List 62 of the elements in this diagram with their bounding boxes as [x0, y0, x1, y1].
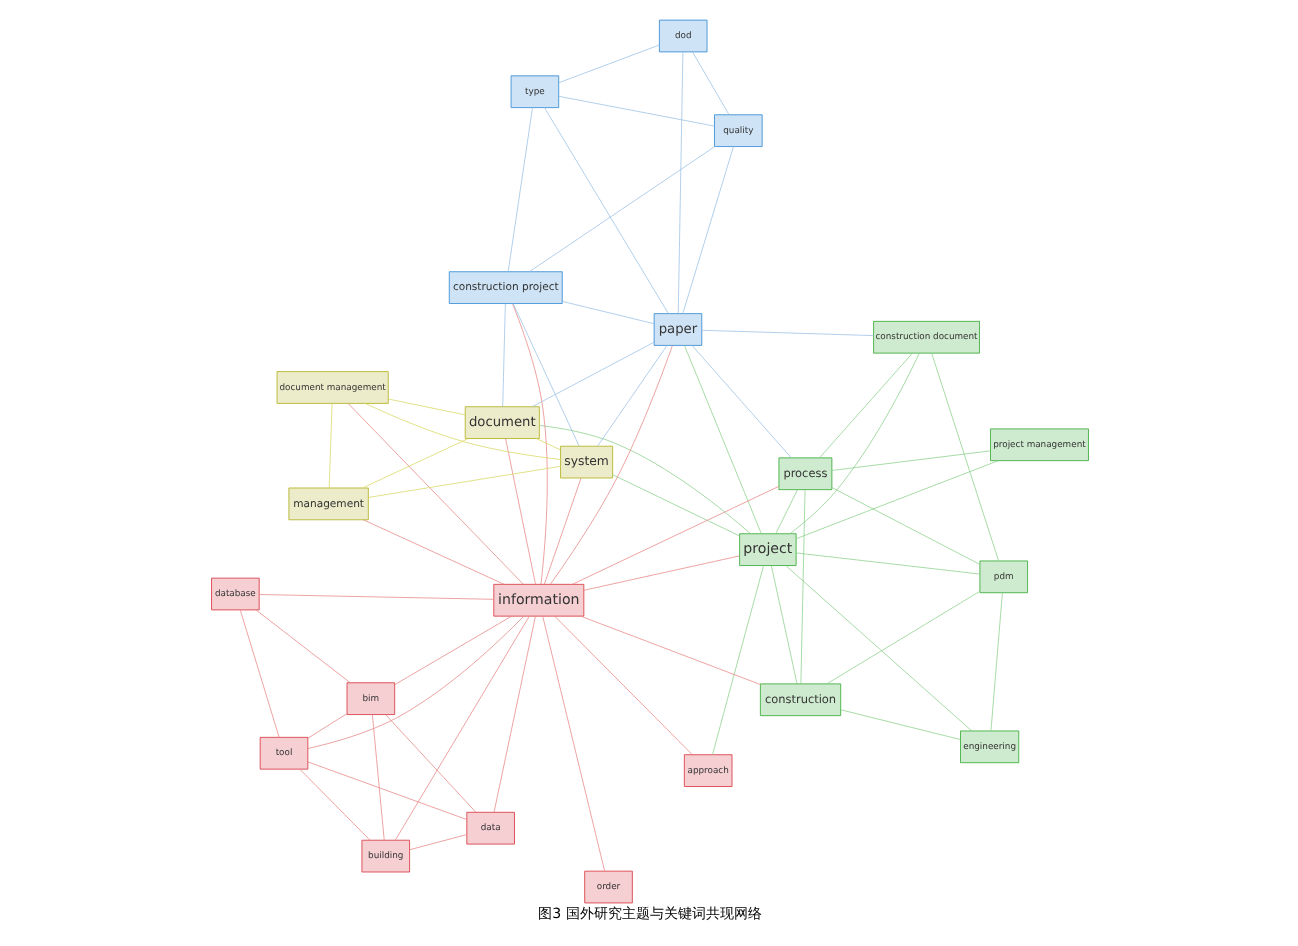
connector [596, 345, 667, 447]
connector [543, 477, 581, 585]
connector [543, 107, 668, 314]
connector [393, 615, 529, 841]
connector [258, 594, 494, 600]
connector [541, 616, 604, 872]
connector [538, 425, 750, 534]
connector [690, 345, 791, 459]
connector [238, 609, 279, 738]
connector [387, 398, 465, 416]
connector [700, 329, 873, 336]
connector [794, 460, 998, 540]
connector [346, 403, 523, 585]
connector [830, 450, 990, 471]
connector [366, 465, 560, 498]
connector [362, 519, 504, 585]
connector [561, 301, 654, 325]
connector [393, 615, 511, 685]
connector [818, 353, 912, 459]
connector [711, 565, 763, 755]
connector [506, 107, 532, 272]
connector [683, 345, 761, 534]
connector [611, 474, 739, 537]
connector [774, 489, 797, 534]
connector [361, 438, 468, 489]
connector [557, 44, 659, 84]
connector [681, 146, 733, 314]
connector [254, 609, 350, 684]
connector [930, 352, 998, 562]
connector [327, 403, 332, 489]
connector [839, 709, 960, 740]
connector [769, 565, 797, 685]
connector [582, 555, 739, 591]
connector [570, 486, 779, 585]
connector [306, 713, 347, 739]
connector [825, 591, 980, 685]
connector [531, 341, 654, 407]
connector [306, 761, 466, 820]
connector [676, 51, 683, 314]
connector [384, 714, 476, 813]
connector [557, 95, 714, 127]
connector [511, 303, 547, 585]
connector [799, 489, 805, 685]
connector [830, 487, 980, 565]
connector [511, 303, 579, 447]
connector [492, 615, 535, 813]
connector [691, 51, 729, 115]
connector [501, 303, 505, 407]
connector [794, 552, 980, 575]
connector [579, 615, 760, 685]
connector [504, 438, 535, 585]
connector [298, 768, 370, 841]
connector [549, 345, 672, 585]
connector [784, 565, 971, 732]
connector [553, 615, 692, 755]
connector [408, 834, 466, 851]
connector [534, 438, 560, 451]
connector [527, 146, 715, 273]
connector [788, 352, 919, 535]
connector [989, 592, 1002, 732]
connector [370, 714, 384, 841]
connector [306, 615, 524, 749]
